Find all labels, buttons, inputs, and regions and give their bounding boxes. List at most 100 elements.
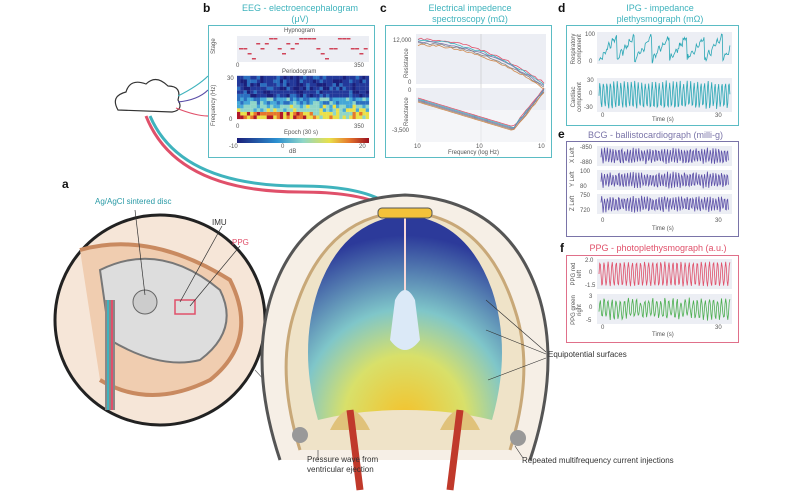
- resp-tick-100: 100: [585, 32, 595, 38]
- spectrogram-cell: [277, 79, 280, 83]
- spectrogram-cell: [283, 97, 286, 101]
- spectrogram-cell: [339, 108, 342, 112]
- spectrogram-cell: [353, 76, 356, 80]
- spectrogram-cell: [270, 83, 273, 87]
- spectrogram-cell: [329, 76, 332, 80]
- spectrogram-cell: [283, 87, 286, 91]
- spectrogram-cell: [353, 115, 356, 119]
- spectrogram-cell: [343, 112, 346, 116]
- resp-axis: Respiratory component: [571, 30, 583, 68]
- spectrogram-cell: [362, 97, 365, 101]
- spectrogram-cell: [267, 112, 270, 116]
- spectrogram-cell: [267, 90, 270, 94]
- spectrogram-cell: [277, 76, 280, 80]
- hypnogram-segment: [243, 48, 247, 50]
- spectrogram-cell: [240, 94, 243, 98]
- spectrogram-cell: [283, 112, 286, 116]
- hyp-x0: 0: [236, 63, 239, 69]
- spectrogram-cell: [356, 115, 359, 119]
- ipg-title: IPG - impedanceplethysmograph (mΩ): [585, 3, 735, 25]
- spectrogram-cell: [240, 115, 243, 119]
- spectrogram-cell: [320, 94, 323, 98]
- spectrogram-cell: [293, 108, 296, 112]
- spectrogram-cell: [310, 112, 313, 116]
- spectrogram-cell: [323, 90, 326, 94]
- spectrogram-cell: [336, 83, 339, 87]
- react-bot: -3,500: [392, 128, 409, 134]
- spectrogram-cell: [240, 76, 243, 80]
- spectrogram-cell: [329, 94, 332, 98]
- spectrogram-cell: [359, 108, 362, 112]
- spectrogram-cell: [287, 94, 290, 98]
- spectrogram-cell: [306, 76, 309, 80]
- spectrogram-cell: [366, 101, 369, 105]
- spectrogram-cell: [293, 94, 296, 98]
- spectrogram-cell: [346, 79, 349, 83]
- spectrogram-cell: [290, 76, 293, 80]
- spectrogram-cell: [300, 97, 303, 101]
- spectrogram-cell: [306, 90, 309, 94]
- spectrogram-cell: [237, 105, 240, 109]
- spectrogram-cell: [316, 87, 319, 91]
- spectrogram-cell: [310, 90, 313, 94]
- spectrogram-cell: [359, 90, 362, 94]
- spectrogram-cell: [333, 90, 336, 94]
- spectrogram-cell: [254, 83, 257, 87]
- spectrogram-cell: [244, 83, 247, 87]
- imu-label: IMU: [212, 218, 227, 228]
- spectrogram-cell: [283, 115, 286, 119]
- hypnogram-segment: [269, 38, 273, 40]
- panel-label-d: d: [558, 1, 565, 15]
- hypnogram-segment: [308, 38, 312, 40]
- spectrogram-cell: [366, 112, 369, 116]
- spectrogram-cell: [240, 83, 243, 87]
- spectrogram-cell: [346, 76, 349, 80]
- spectrogram-cell: [303, 97, 306, 101]
- spectrogram-cell: [244, 79, 247, 83]
- spectrogram-cell: [329, 79, 332, 83]
- spectrogram-cell: [263, 112, 266, 116]
- spectrogram-cell: [356, 97, 359, 101]
- spectrogram-cell: [237, 79, 240, 83]
- spectrogram-cell: [346, 108, 349, 112]
- hypnogram-segment: [338, 38, 342, 40]
- spectrogram-cell: [290, 79, 293, 83]
- spectrogram-cell: [273, 97, 276, 101]
- spectrogram-cell: [306, 112, 309, 116]
- spectrogram-cell: [260, 105, 263, 109]
- hypnogram-segment: [295, 43, 299, 45]
- spectrogram-cell: [306, 108, 309, 112]
- spectrogram-cell: [366, 105, 369, 109]
- spectrogram-cell: [273, 108, 276, 112]
- eis-panel: 12,000 0 Resistance Reactance 0 -3,500 1…: [385, 25, 552, 158]
- spectrogram-cell: [260, 83, 263, 87]
- bcg-tick-hi: -850: [580, 145, 592, 151]
- spectrogram-cell: [257, 115, 260, 119]
- spectrogram-cell: [326, 105, 329, 109]
- spectrogram-cell: [254, 76, 257, 80]
- spectrogram-cell: [323, 76, 326, 80]
- spectrogram-cell: [359, 97, 362, 101]
- spectrogram-cell: [343, 87, 346, 91]
- spectrogram-cell: [326, 87, 329, 91]
- resp-tick-0: 0: [589, 59, 592, 65]
- db-label: dB: [289, 149, 296, 155]
- spec-x350: 350: [354, 124, 364, 130]
- spectrogram-cell: [346, 94, 349, 98]
- spectrogram-cell: [277, 112, 280, 116]
- spectrogram-cell: [273, 83, 276, 87]
- panel-label-b: b: [203, 1, 210, 15]
- spectrogram-cell: [237, 101, 240, 105]
- spectrogram-cell: [349, 97, 352, 101]
- spectrogram-cell: [257, 105, 260, 109]
- ipg-t0: 0: [601, 113, 604, 119]
- spectrogram-cell: [263, 105, 266, 109]
- spectrogram-cell: [277, 101, 280, 105]
- spectrogram-cell: [263, 90, 266, 94]
- spectrogram-cell: [240, 105, 243, 109]
- spectrogram-cell: [290, 94, 293, 98]
- freq-0: 0: [229, 117, 232, 123]
- spectrogram-cell: [283, 108, 286, 112]
- spectrogram-cell: [326, 115, 329, 119]
